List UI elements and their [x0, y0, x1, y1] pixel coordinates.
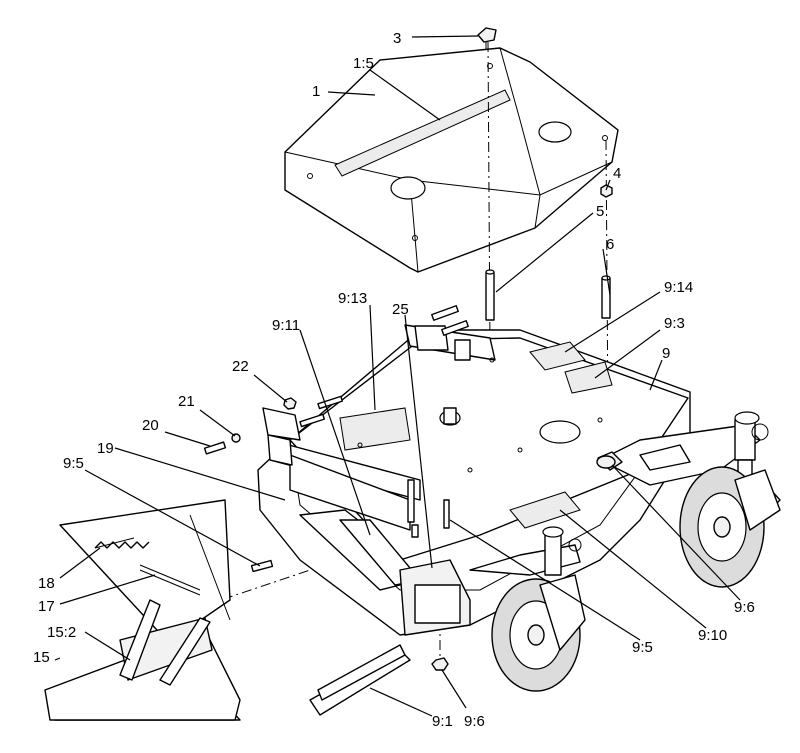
right-caster-wheel: [679, 466, 781, 588]
decal-913: [339, 407, 411, 451]
callout-6: 6: [606, 236, 614, 253]
callout-17: 17: [38, 598, 55, 615]
bolt-20: [203, 441, 227, 455]
callout-9-11: 9:11: [272, 317, 300, 334]
decal-914: [529, 341, 586, 371]
bolt-9-5-side: [250, 559, 274, 573]
callout-9-3: 9:3: [664, 315, 685, 332]
bolt-9-6: [431, 657, 449, 671]
callout-20: 20: [142, 417, 159, 434]
callout-15: 15: [33, 649, 50, 666]
callout-9: 9: [662, 345, 670, 362]
callout-19: 19: [97, 440, 114, 457]
callout-9-14: 9:14: [664, 279, 693, 296]
nut-22: [283, 397, 297, 410]
callout-22: 22: [232, 358, 249, 375]
callout-9-13: 9:13: [338, 290, 367, 307]
left-caster-wheel: [491, 574, 586, 692]
callout-25: 25: [392, 301, 409, 318]
rod-17: [139, 564, 201, 596]
rear-bolts: [299, 305, 469, 428]
callout-9-5-front: 9:5: [632, 639, 653, 656]
rear-bracket-left: [262, 325, 449, 466]
callout-9-10: 9:10: [698, 627, 727, 644]
deflector-front: [309, 644, 411, 716]
spacer-left: [485, 269, 495, 321]
knob: [477, 27, 497, 50]
center-line-left: [487, 41, 491, 351]
left-caster-arm: [469, 526, 582, 576]
washer-9-6-deck: [596, 455, 616, 469]
callout-3: 3: [393, 30, 401, 47]
top-cover: [284, 47, 619, 273]
mower-deck: [257, 324, 691, 636]
callout-9-5-side: 9:5: [63, 455, 84, 472]
callout-1-5: 1:5: [353, 55, 374, 72]
callout-1: 1: [312, 83, 320, 100]
discharge-chute: [44, 499, 241, 721]
decal-93: [564, 361, 613, 394]
nut: [600, 184, 613, 198]
callout-9-6-right: 9:6: [734, 599, 755, 616]
spring-18: [94, 537, 150, 549]
callout-4: 4: [613, 165, 621, 182]
callout-9-6-bottom: 9:6: [464, 713, 485, 730]
leader-lines: [54, 35, 741, 717]
decal-910: [509, 491, 581, 529]
bolt-9-5-deck: [443, 499, 450, 529]
callout-15-2: 15:2: [47, 624, 76, 641]
callout-18: 18: [38, 575, 55, 592]
spacer-right: [601, 275, 611, 319]
callout-21: 21: [178, 393, 195, 410]
callout-9-1: 9:1: [432, 713, 453, 730]
callout-5: 5: [596, 203, 604, 220]
